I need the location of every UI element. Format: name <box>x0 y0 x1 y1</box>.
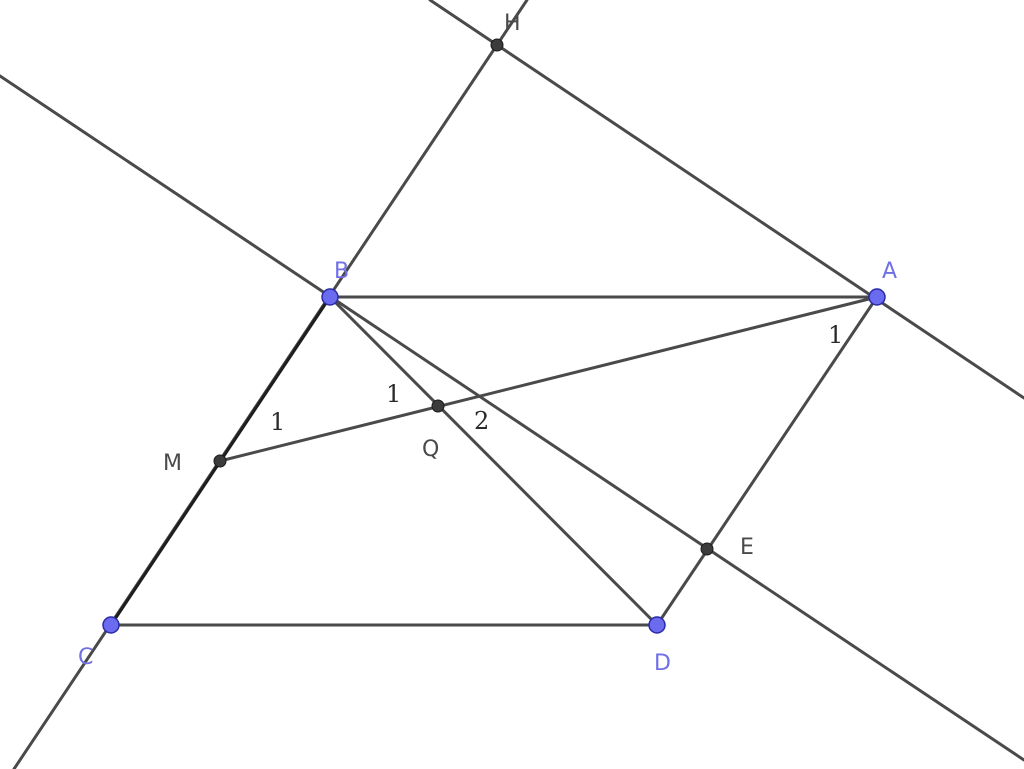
label-h: H <box>504 11 521 36</box>
segment-m-a <box>218 295 879 463</box>
point-h[interactable] <box>490 38 504 52</box>
point-c[interactable] <box>102 616 120 634</box>
label-b: B <box>334 259 349 284</box>
angle-label-m: 1 <box>270 408 285 436</box>
line-through-h-a <box>428 0 1024 400</box>
angle-label-b1: 1 <box>386 380 401 408</box>
line-through-b-parallel-ah <box>0 74 1024 762</box>
point-m[interactable] <box>213 454 227 468</box>
label-c: C <box>78 645 93 670</box>
segment-a-d <box>655 295 879 627</box>
point-a[interactable] <box>868 288 886 306</box>
label-e: E <box>740 535 754 560</box>
label-d: D <box>654 651 671 676</box>
label-a: A <box>882 259 897 284</box>
label-m: M <box>163 451 182 476</box>
point-b[interactable] <box>321 288 339 306</box>
angle-label-a: 1 <box>828 321 843 349</box>
point-d[interactable] <box>648 616 666 634</box>
angle-label-b2: 2 <box>474 407 489 435</box>
segment-b-d <box>328 295 659 627</box>
point-e[interactable] <box>700 542 714 556</box>
point-q[interactable] <box>431 399 445 413</box>
label-q: Q <box>422 437 439 462</box>
